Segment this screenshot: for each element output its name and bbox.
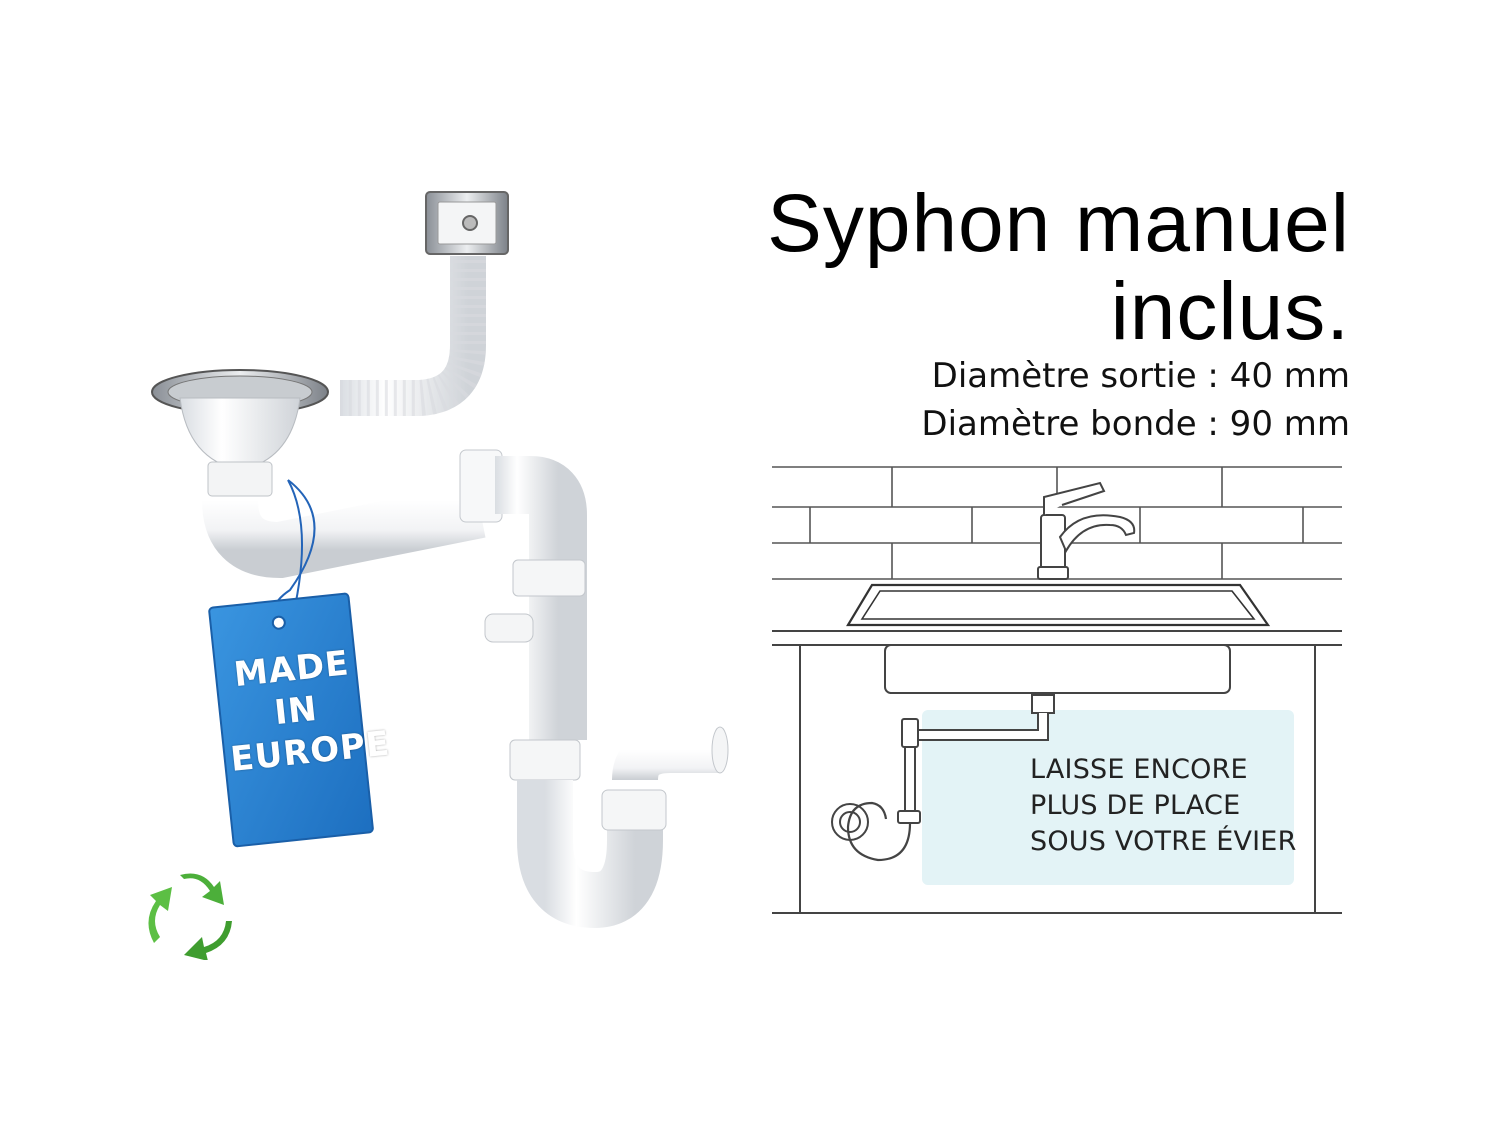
callout-line-3: SOUS VOTRE ÉVIER — [1030, 826, 1297, 857]
title-line-2: inclus. — [1110, 266, 1350, 357]
callout-box — [922, 710, 1294, 885]
made-in-europe-tag — [208, 592, 374, 848]
tag-text: MADE IN EUROPE — [220, 641, 392, 781]
drain-diameter-spec: Diamètre bonde : 90 mm — [921, 404, 1350, 444]
callout-text: LAISSE ENCORE PLUS DE PLACE SOUS VOTRE É… — [1030, 752, 1297, 860]
title-line-1: Syphon manuel — [767, 178, 1350, 269]
overflow-plate — [425, 191, 509, 255]
callout-line-1: LAISSE ENCORE — [1030, 754, 1248, 785]
outlet-diameter-spec: Diamètre sortie : 40 mm — [931, 356, 1350, 396]
strainer-basket — [151, 369, 329, 497]
page-title: Syphon manuel inclus. — [767, 180, 1350, 356]
recycle-icon — [148, 873, 232, 960]
callout-line-2: PLUS DE PLACE — [1030, 790, 1241, 821]
sink-diagram — [772, 466, 1342, 914]
siphon-product-image — [148, 191, 729, 960]
faucet-icon — [1037, 481, 1136, 580]
